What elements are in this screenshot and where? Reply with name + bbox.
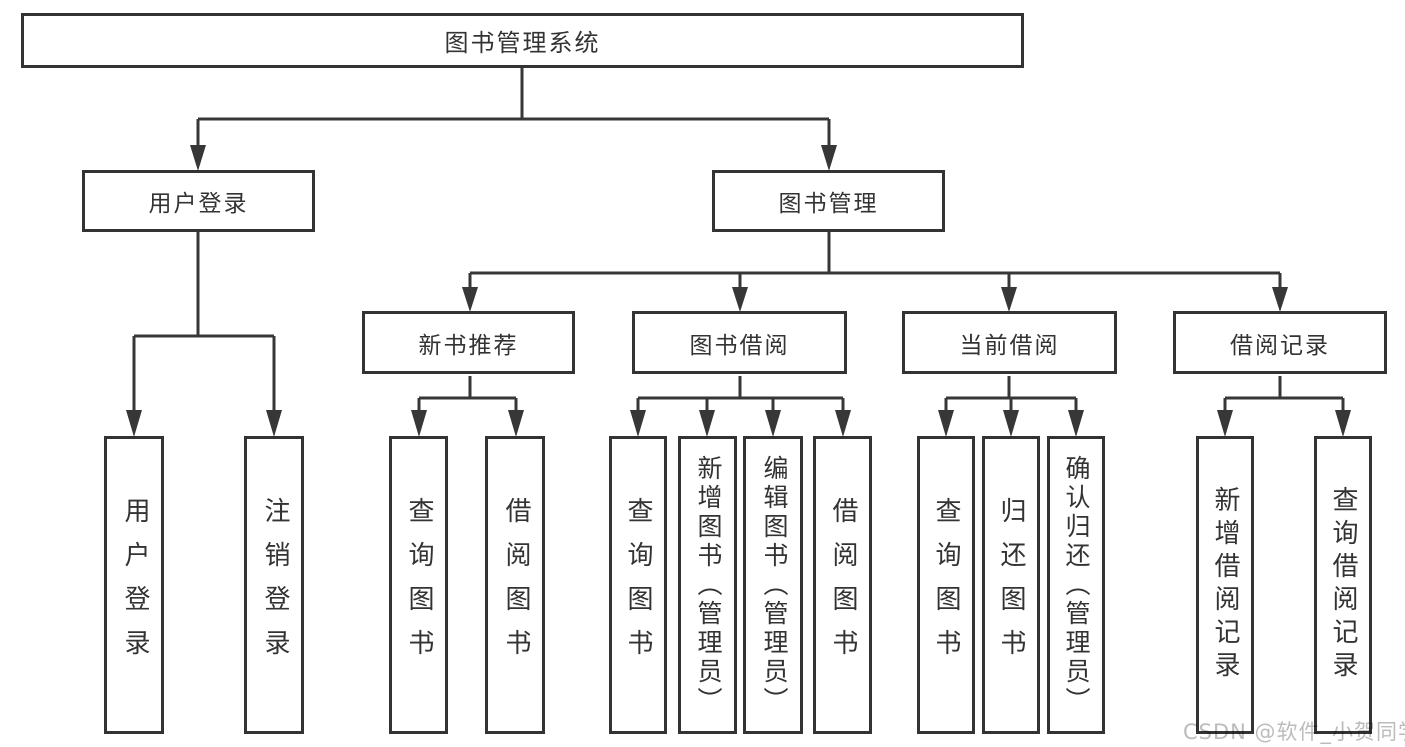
leaf-borrow-books: 借阅图书 — [813, 436, 872, 734]
node-user-login: 用户登录 — [82, 170, 315, 232]
node-current-borrow: 当前借阅 — [902, 311, 1117, 374]
leaf-return-books: 归还图书 — [982, 436, 1040, 734]
leaf-add-books-admin: 新增图书（管理员） — [678, 436, 737, 734]
node-library-management-system: 图书管理系统 — [21, 13, 1024, 68]
node-borrow-records: 借阅记录 — [1173, 311, 1387, 374]
leaf-query-books-current: 查询图书 — [917, 436, 975, 734]
leaf-logout: 注销登录 — [244, 436, 304, 734]
csdn-watermark: CSDN @软件_小贺同学 — [1183, 720, 1405, 744]
leaf-query-books-recommend: 查询图书 — [389, 436, 448, 734]
leaf-query-books-borrow: 查询图书 — [609, 436, 667, 734]
node-new-book-recommend: 新书推荐 — [362, 311, 575, 374]
leaf-query-borrow-record: 查询借阅记录 — [1314, 436, 1372, 734]
leaf-borrow-books-recommend: 借阅图书 — [485, 436, 545, 734]
leaf-confirm-return-admin: 确认归还（管理员） — [1047, 436, 1105, 734]
leaf-edit-books-admin: 编辑图书（管理员） — [743, 436, 803, 734]
leaf-user-login: 用户登录 — [104, 436, 164, 734]
leaf-add-borrow-record: 新增借阅记录 — [1196, 436, 1254, 734]
node-book-management: 图书管理 — [712, 170, 945, 232]
node-book-borrow: 图书借阅 — [632, 311, 847, 374]
